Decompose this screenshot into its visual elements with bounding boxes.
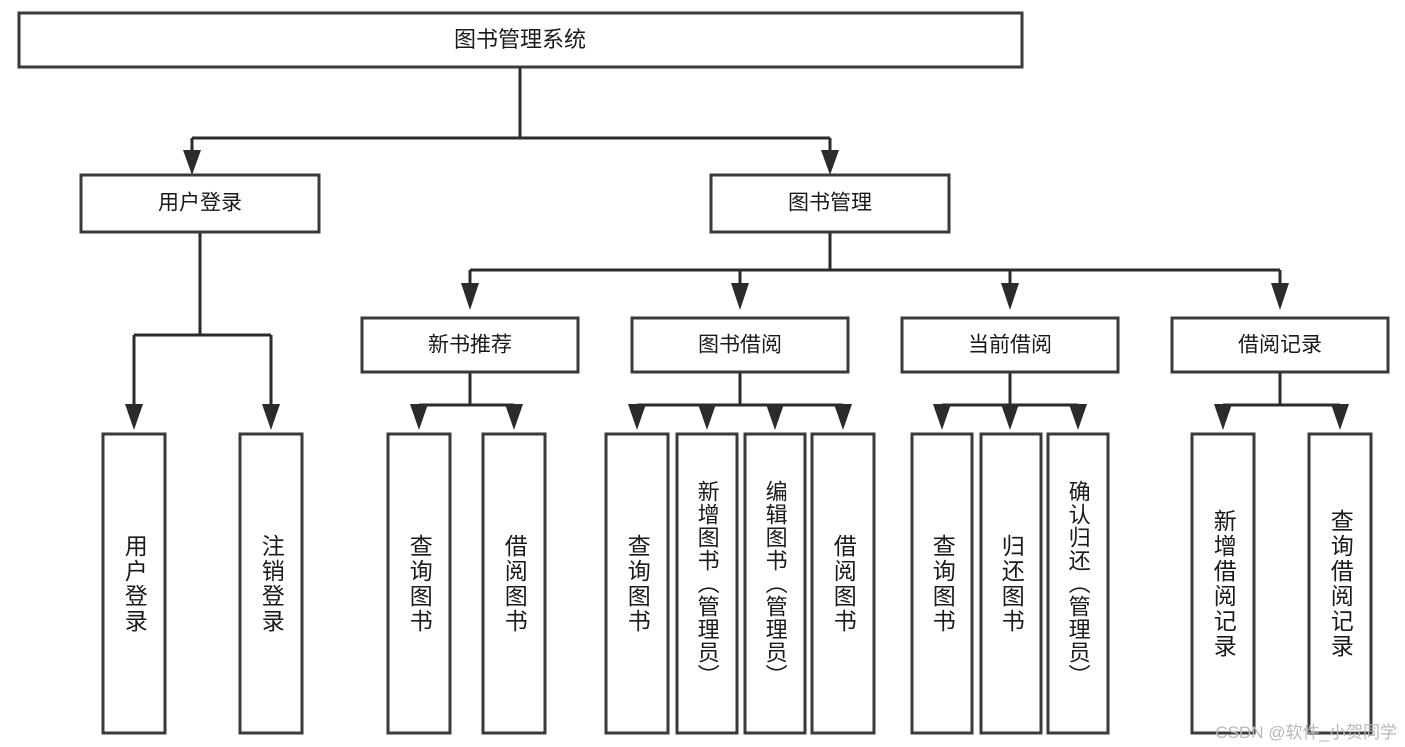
node-current-borrow[interactable]: 当前借阅 bbox=[900, 316, 1120, 374]
leaf-box-borrow-record-1[interactable] bbox=[1190, 432, 1256, 735]
node-root[interactable]: 图书管理系统 bbox=[17, 11, 1024, 69]
node-borrow-record-box[interactable] bbox=[1170, 316, 1390, 374]
node-book-management[interactable]: 图书管理 bbox=[709, 173, 951, 234]
node-new-book-recommend[interactable]: 新书推荐 bbox=[360, 316, 580, 374]
node-user-login-label: 用户登录 bbox=[158, 192, 242, 215]
node-book-management-label: 图书管理 bbox=[788, 192, 872, 215]
connector-group-new-book bbox=[410, 372, 523, 430]
node-borrow-record-label: 借阅记录 bbox=[1238, 334, 1322, 357]
connector-group-user-login bbox=[125, 232, 280, 430]
arrow-head-leaf-book-borrow-3 bbox=[766, 404, 784, 430]
leaf-boxes-book-borrow bbox=[604, 432, 876, 735]
node-book-borrow[interactable]: 图书借阅 bbox=[630, 316, 850, 374]
leaf-boxes-new-book bbox=[386, 432, 547, 735]
leaf-box-book-borrow-2[interactable] bbox=[675, 432, 739, 735]
connector-group-root bbox=[183, 68, 839, 175]
watermark-text: CSDN @软件_小贺同学 bbox=[1215, 723, 1397, 742]
connector-group-current-borrow bbox=[933, 372, 1087, 430]
leaf-box-book-borrow-3[interactable] bbox=[743, 432, 807, 735]
arrow-head-leaf-current-2 bbox=[1001, 404, 1019, 430]
leaf-box-current-borrow-2[interactable] bbox=[979, 432, 1043, 735]
leaf-box-user-login-2[interactable] bbox=[238, 432, 304, 735]
node-root-box[interactable] bbox=[17, 11, 1024, 69]
leaf-box-current-borrow-3[interactable] bbox=[1046, 432, 1110, 735]
connector-group-book-borrow bbox=[628, 372, 852, 430]
leaf-box-user-login-1[interactable] bbox=[101, 432, 167, 735]
node-user-login[interactable]: 用户登录 bbox=[79, 173, 321, 234]
leaf-box-borrow-record-2[interactable] bbox=[1307, 432, 1373, 735]
arrow-head-new-book bbox=[461, 283, 479, 310]
arrow-head-leaf-book-borrow-4 bbox=[834, 404, 852, 430]
arrow-head-current-borrow bbox=[1001, 283, 1019, 310]
node-root-label: 图书管理系统 bbox=[454, 27, 586, 52]
leaf-boxes-user-login bbox=[101, 432, 304, 735]
connector-group-book-mgmt bbox=[461, 232, 1289, 310]
arrow-head-leaf-user-login-2 bbox=[262, 404, 280, 430]
leaf-box-new-book-1[interactable] bbox=[386, 432, 452, 735]
arrow-head-book-borrow bbox=[731, 283, 749, 310]
arrow-head-leaf-current-3 bbox=[1069, 404, 1087, 430]
node-user-login-box[interactable] bbox=[79, 173, 321, 234]
node-current-borrow-box[interactable] bbox=[900, 316, 1120, 374]
arrow-head-borrow-record bbox=[1271, 283, 1289, 310]
node-book-borrow-box[interactable] bbox=[630, 316, 850, 374]
arrow-head-leaf-new-book-1 bbox=[410, 404, 428, 430]
leaf-box-book-borrow-4[interactable] bbox=[810, 432, 876, 735]
node-borrow-record[interactable]: 借阅记录 bbox=[1170, 316, 1390, 374]
arrow-head-leaf-book-borrow-2 bbox=[698, 404, 716, 430]
arrow-head-leaf-current-1 bbox=[933, 404, 951, 430]
leaf-boxes-borrow-record bbox=[1190, 432, 1373, 735]
arrow-head-leaf-user-login-1 bbox=[125, 404, 143, 430]
node-current-borrow-label: 当前借阅 bbox=[968, 334, 1052, 357]
leaf-box-current-borrow-1[interactable] bbox=[910, 432, 974, 735]
arrow-head-leaf-book-borrow-1 bbox=[628, 404, 646, 430]
leaf-boxes-current-borrow bbox=[910, 432, 1110, 735]
arrow-head-leaf-record-2 bbox=[1331, 404, 1349, 430]
arrow-head-book-mgmt bbox=[821, 150, 839, 175]
leaf-box-book-borrow-1[interactable] bbox=[604, 432, 670, 735]
node-book-borrow-label: 图书借阅 bbox=[698, 334, 782, 357]
node-new-book-recommend-label: 新书推荐 bbox=[428, 334, 512, 357]
leaf-box-new-book-2[interactable] bbox=[481, 432, 547, 735]
connector-group-borrow-record bbox=[1214, 372, 1349, 430]
arrow-head-leaf-record-1 bbox=[1214, 404, 1232, 430]
node-new-book-recommend-box[interactable] bbox=[360, 316, 580, 374]
arrow-head-user-login bbox=[183, 150, 201, 175]
node-book-management-box[interactable] bbox=[709, 173, 951, 234]
arrow-head-leaf-new-book-2 bbox=[505, 404, 523, 430]
